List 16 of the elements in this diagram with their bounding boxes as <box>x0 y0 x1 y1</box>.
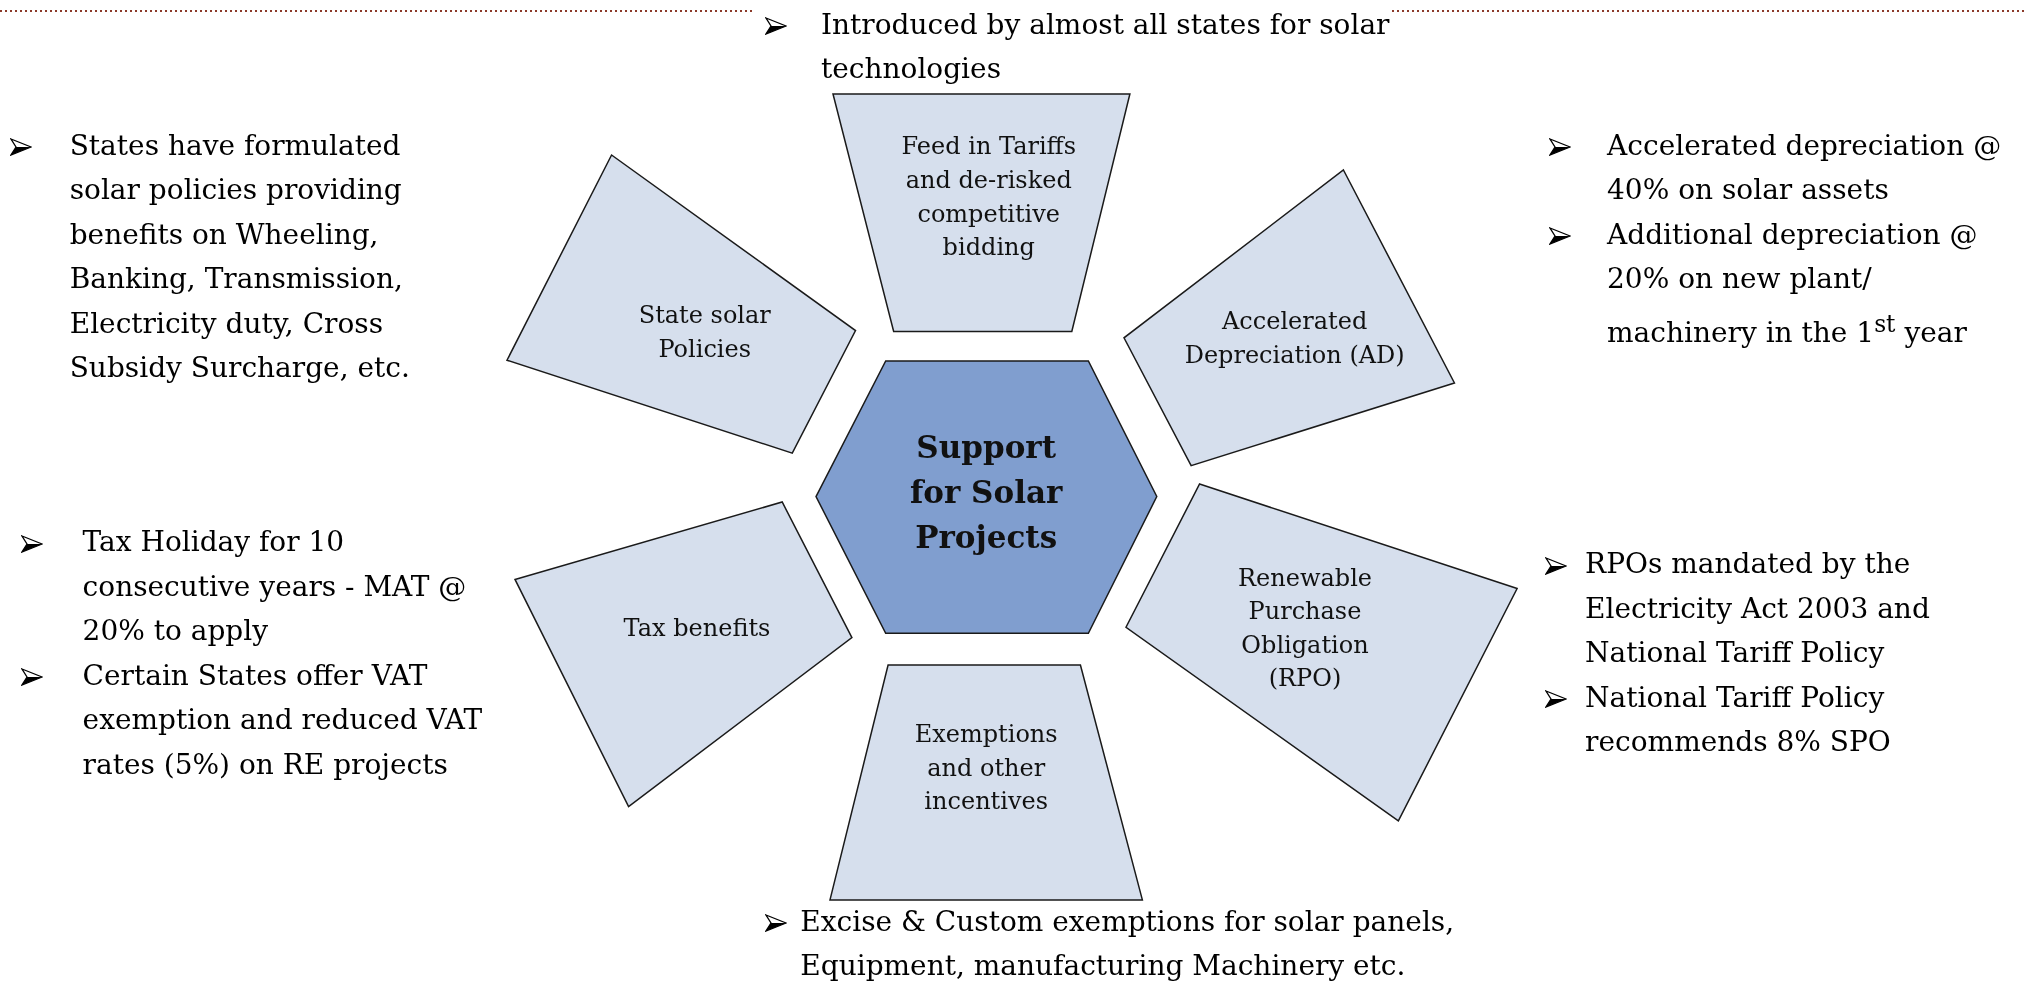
panel-label: Exemptions and other incentives <box>913 718 1059 817</box>
panel-label: Renewable Purchase Obligation (RPO) <box>1237 562 1373 695</box>
bullet-text: Accelerated depreciation @ 40% on solar assets <box>1607 127 2003 209</box>
bullet-text: RPOs mandated by the Electricity Act 2003 and National Tariff Policy <box>1585 546 1931 672</box>
bullet-text: National Tariff Policy recommends 8% SPO <box>1585 679 1892 761</box>
panel-label: Accelerated Depreciation (AD) <box>1183 306 1406 372</box>
panel-label: State solar Policies <box>637 300 772 365</box>
bullet-text: Certain States offer VAT exemption and reduced VAT rates (5%) on RE projects <box>82 657 484 783</box>
center-title: Support for Solar Projects <box>908 427 1064 557</box>
bullet-text: Additional depreciation @ 20% on new plant/ machinery in the 1$^{st}$ year <box>1607 216 1979 352</box>
bullet-text: Introduced by almost all states for solar technologies <box>820 6 1391 88</box>
panel-label: Feed in Tariffs and de-risked competitive bidding <box>900 131 1077 264</box>
bullet-text: States have formulated solar policies providing benefits on Wheeling, Banking, Transmission, Electricity duty, Cross Subsidy Surcharge, etc. <box>69 127 411 387</box>
bullet-text: Excise & Custom exemptions for solar panels, Equipment, manufacturing Machinery etc. <box>800 903 1456 985</box>
bullet-text: Tax Holiday for 10 consecutive years - MAT @ 20% to apply <box>82 524 468 650</box>
panel-label: Tax benefits <box>622 612 772 644</box>
